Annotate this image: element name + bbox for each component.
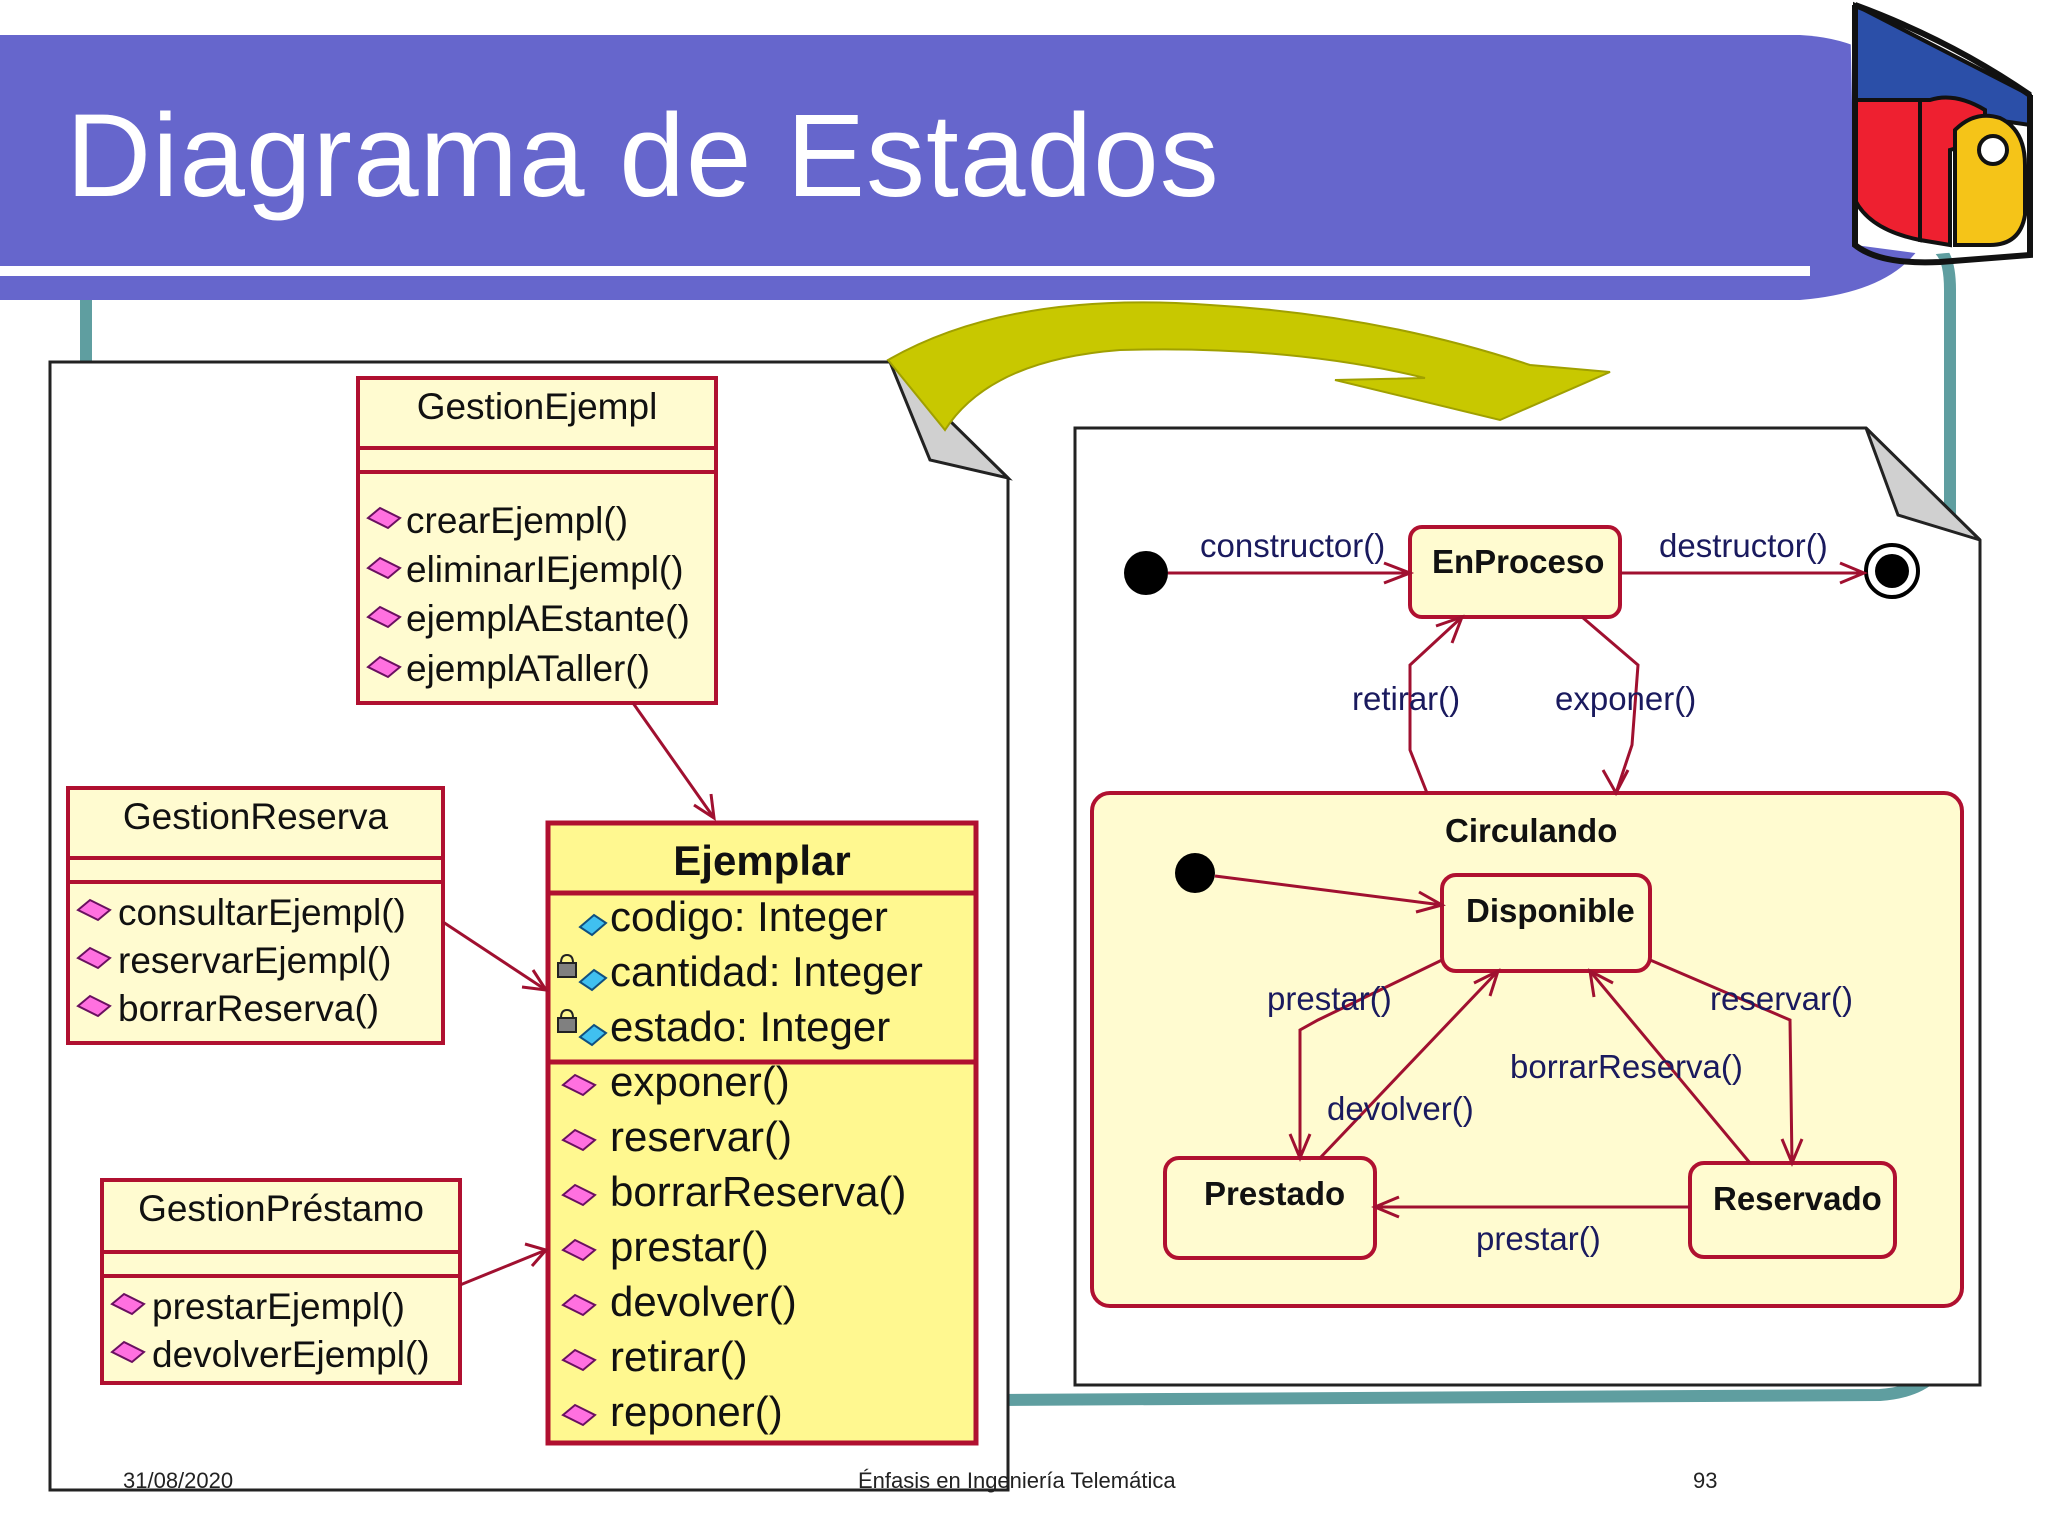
transition-borrarreserva-label: borrarReserva() (1510, 1048, 1743, 1085)
operation: retirar() (610, 1333, 748, 1380)
operation: reservar() (610, 1113, 793, 1160)
title-banner (0, 35, 1935, 300)
operation: consultarEjempl() (118, 892, 406, 933)
university-logo (1850, 1, 2033, 266)
transform-arrow (886, 301, 1611, 432)
transition-reservar-label: reservar() (1710, 980, 1854, 1017)
class-gestion-reserva: GestionReserva consultarEjempl() reserva… (68, 788, 443, 1043)
operation: crearEjempl() (406, 500, 629, 541)
state-reservado: Reservado (1713, 1180, 1882, 1217)
operation: eliminarIEjempl() (406, 549, 684, 590)
operation: ejemplAEstante() (406, 598, 690, 639)
class-gestion-prestamo: GestionPréstamo prestarEjempl() devolver… (102, 1180, 460, 1383)
state-enproceso: EnProceso (1432, 543, 1605, 580)
operation: prestarEjempl() (152, 1286, 405, 1327)
class-ejemplar: Ejemplar codigo: Integer cantidad: Integ… (548, 823, 976, 1443)
state-disponible-box (1440, 873, 1652, 973)
class-name: GestionReserva (122, 796, 389, 837)
operation: devolver() (610, 1278, 797, 1325)
footer-center: Énfasis en Ingeniería Telemática (858, 1468, 1176, 1493)
initial-node (1124, 551, 1168, 595)
transition-retirar-label: retirar() (1352, 680, 1461, 717)
operation: borrarReserva() (118, 988, 380, 1029)
transition-prestar-label: prestar() (1476, 1220, 1601, 1257)
transition-exponer-label: exponer() (1555, 680, 1697, 717)
state-prestado: Prestado (1204, 1175, 1346, 1212)
footer-page-number: 93 (1693, 1468, 1718, 1493)
transition-constructor-label: constructor() (1200, 527, 1386, 564)
operation: exponer() (610, 1058, 790, 1105)
operation: borrarReserva() (610, 1168, 907, 1215)
footer-date: 31/08/2020 (123, 1468, 234, 1493)
class-name: Ejemplar (673, 837, 851, 884)
attribute: cantidad: Integer (610, 948, 923, 995)
operation: reservarEjempl() (118, 940, 392, 981)
transition-prestar-label: prestar() (1267, 980, 1392, 1017)
class-gestion-ejempl: GestionEjempl crearEjempl() eliminarIEje… (358, 378, 716, 703)
transition-devolver-label: devolver() (1327, 1090, 1474, 1127)
transition-destructor-label: destructor() (1659, 527, 1828, 564)
attribute: codigo: Integer (610, 893, 888, 940)
attribute: estado: Integer (610, 1003, 891, 1050)
slide-title: Diagrama de Estados (66, 90, 1220, 222)
operation: prestar() (610, 1223, 769, 1270)
operation: devolverEjempl() (152, 1334, 430, 1375)
class-name: GestionPréstamo (138, 1188, 424, 1229)
class-name: GestionEjempl (416, 386, 658, 427)
initial-node (1175, 853, 1215, 893)
state-circulando: Circulando (1445, 812, 1618, 849)
state-disponible: Disponible (1466, 892, 1635, 929)
operation: ejemplATaller() (406, 648, 650, 689)
operation: reponer() (610, 1388, 783, 1435)
banner-stripe (0, 266, 1810, 276)
